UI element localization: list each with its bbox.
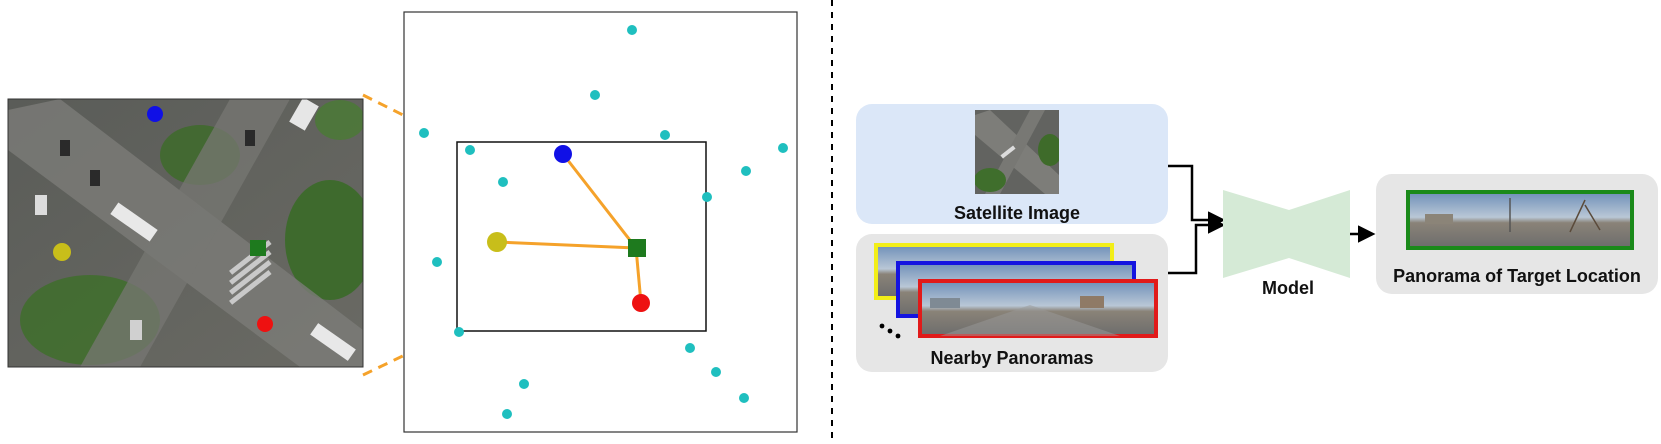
- more-dots: [879, 323, 901, 339]
- sat-target-square: [250, 240, 266, 256]
- arrow-satellite-to-model: [1168, 164, 1226, 229]
- sat-point-yellow: [53, 243, 71, 261]
- sat-point-red: [257, 316, 273, 332]
- model-label: Model: [1262, 278, 1314, 298]
- cyan-points: [419, 25, 788, 419]
- panorama-stack: [874, 243, 1158, 338]
- map-inner-frame: [456, 141, 707, 332]
- map-outer-frame: [403, 11, 798, 433]
- map-point-red: [632, 294, 650, 312]
- map-target-square: [628, 239, 646, 257]
- target-panorama: [1406, 190, 1634, 250]
- satellite-image-label: Satellite Image: [954, 203, 1080, 223]
- map-point-yellow: [487, 232, 507, 252]
- satellite-crop: [7, 98, 364, 368]
- map-point-blue: [554, 145, 572, 163]
- model-shape: [1223, 190, 1350, 278]
- nearby-panoramas-label: Nearby Panoramas: [930, 348, 1093, 368]
- arrow-panoramas-to-model: [1168, 216, 1226, 275]
- satellite-thumbnail: [975, 110, 1059, 194]
- target-panorama-label: Panorama of Target Location: [1393, 266, 1641, 286]
- target-links: [495, 152, 643, 305]
- sat-point-blue: [147, 106, 163, 122]
